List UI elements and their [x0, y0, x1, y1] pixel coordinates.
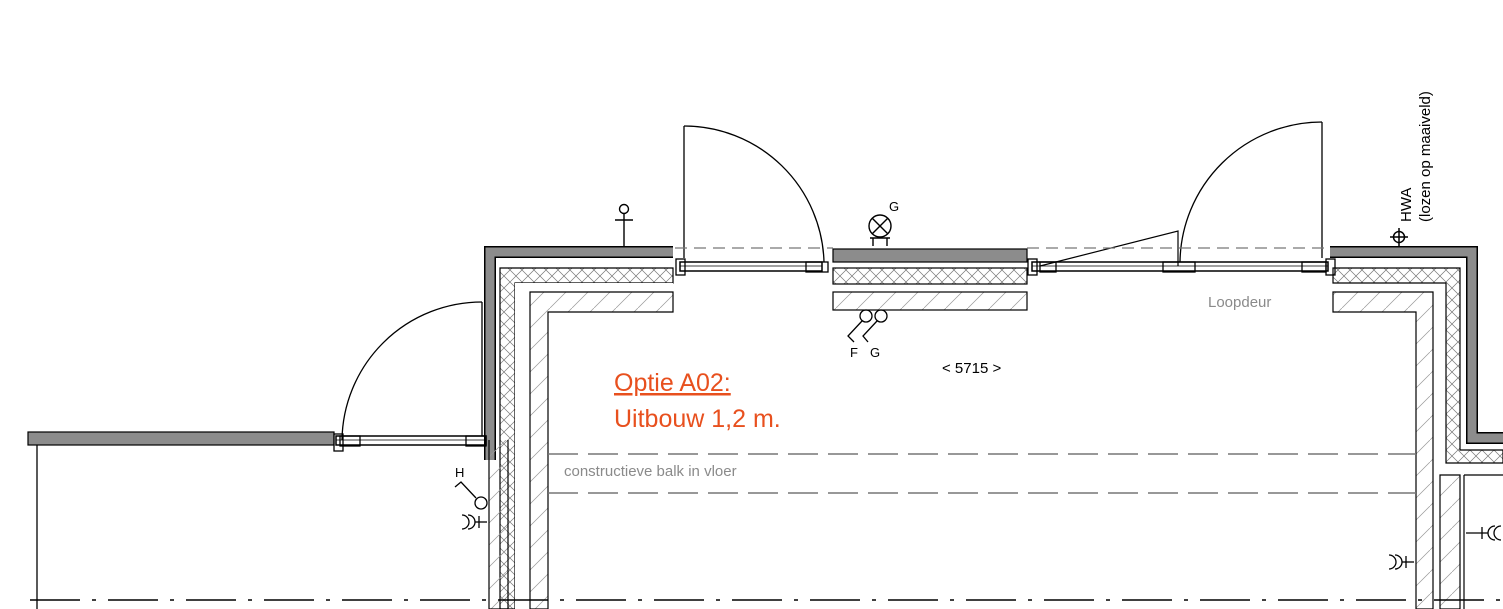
window-tilt-indicator [1039, 230, 1179, 267]
insulation [499, 267, 1503, 609]
door-swing-left [683, 125, 825, 263]
rainwater-drain-icon [1390, 228, 1408, 246]
socket-icon-right [1388, 554, 1414, 570]
hwa-label: HWA [1398, 188, 1415, 222]
door-swing-side [341, 301, 483, 441]
beam-dashed-lines [548, 453, 1416, 494]
outdoor-tap-icon [615, 203, 633, 246]
window-frame-right [1027, 258, 1336, 276]
switch-label-g: G [870, 345, 880, 360]
socket-icon-far-right [1466, 525, 1502, 541]
switch-label-h: H [455, 465, 464, 480]
option-title: Optie A02: [614, 369, 731, 397]
wall-lamp-icon [868, 214, 892, 246]
window-frame-side-door [333, 433, 487, 452]
inner-leaf [488, 283, 1503, 609]
socket-icon-left [461, 514, 487, 530]
switch-pair-icon [847, 309, 888, 343]
switch-h-icon [454, 481, 488, 510]
door-label: Loopdeur [1208, 294, 1271, 311]
door-swing-right [1179, 121, 1323, 263]
lamp-label: G [889, 199, 899, 214]
beam-label: constructieve balk in vloer [564, 463, 737, 480]
outer-wall [27, 246, 1503, 460]
option-subtitle: Uitbouw 1,2 m. [614, 405, 781, 433]
dimension-label: < 5715 > [942, 360, 1001, 377]
switch-label-f: F [850, 345, 858, 360]
hwa-note: (lozen op maaiveld) [1417, 91, 1434, 222]
window-frame-left-door [675, 258, 829, 276]
